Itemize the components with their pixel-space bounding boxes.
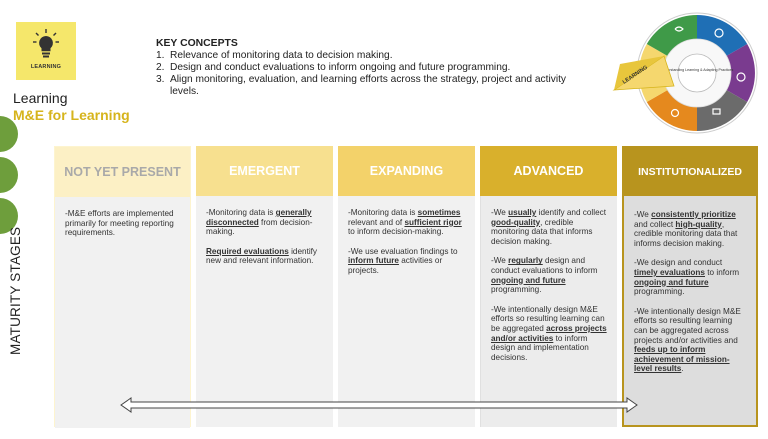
side-subtitle: M&E for Learning — [13, 107, 130, 123]
wheel-segment — [697, 90, 748, 131]
people-icon — [670, 108, 680, 118]
stage-expanding: EXPANDING -Monitoring data is sometimes … — [338, 146, 475, 427]
stage-title: INSTITUTIONALIZED — [624, 148, 756, 196]
lightbulb-icon — [33, 29, 59, 58]
stage-title: EMERGENT — [196, 146, 333, 196]
decorative-circle — [0, 198, 18, 234]
key-concepts: KEY CONCEPTS 1.Relevance of monitoring d… — [156, 38, 596, 98]
stage-body: -Monitoring data is sometimes relevant a… — [338, 196, 475, 427]
cla-framework-wheel: Understanding Learning & Adapting Practi… — [612, 12, 758, 134]
gear-icon — [736, 72, 746, 82]
double-arrow-icon — [120, 397, 638, 413]
decorative-circle — [0, 157, 18, 193]
stage-institutionalized: INSTITUTIONALIZED -We consistently prior… — [622, 146, 758, 427]
stage-body: -Monitoring data is generally disconnect… — [196, 196, 333, 427]
wheel-center-text: Understanding Learning & Adapting Practi… — [661, 68, 734, 72]
key-concepts-list: 1.Relevance of monitoring data to decisi… — [156, 50, 596, 98]
stage-title: NOT YET PRESENT — [55, 147, 190, 197]
stage-emergent: EMERGENT -Monitoring data is generally d… — [196, 146, 333, 427]
box-icon — [712, 108, 721, 115]
stage-title: EXPANDING — [338, 146, 475, 196]
stage-title: ADVANCED — [480, 146, 617, 196]
key-concepts-heading: KEY CONCEPTS — [156, 38, 238, 49]
learning-logo: LEARNING — [16, 22, 76, 80]
stage-body: -M&E efforts are implemented primarily f… — [55, 197, 190, 428]
decorative-circle — [0, 116, 18, 152]
side-title: Learning — [13, 90, 68, 106]
wheel-segment — [646, 15, 697, 56]
key-concept-item: 2.Design and conduct evaluations to info… — [156, 62, 511, 73]
stage-body: -We usually identify and collect good-qu… — [480, 196, 617, 427]
key-concept-item: 3.Align monitoring, evaluation, and lear… — [156, 74, 567, 97]
maturity-stages-label: MATURITY STAGES — [8, 226, 23, 355]
cycle-icon — [714, 28, 724, 38]
logo-label: LEARNING — [30, 64, 62, 70]
wheel-learning-pointer: LEARNING — [612, 55, 675, 91]
stage-body: -We consistently prioritize and collect … — [624, 196, 756, 425]
leaf-icon — [674, 26, 684, 32]
stage-not-yet-present: NOT YET PRESENT -M&E efforts are impleme… — [54, 146, 191, 428]
stage-advanced: ADVANCED -We usually identify and collec… — [480, 146, 617, 427]
key-concept-item: 1.Relevance of monitoring data to decisi… — [156, 50, 393, 61]
